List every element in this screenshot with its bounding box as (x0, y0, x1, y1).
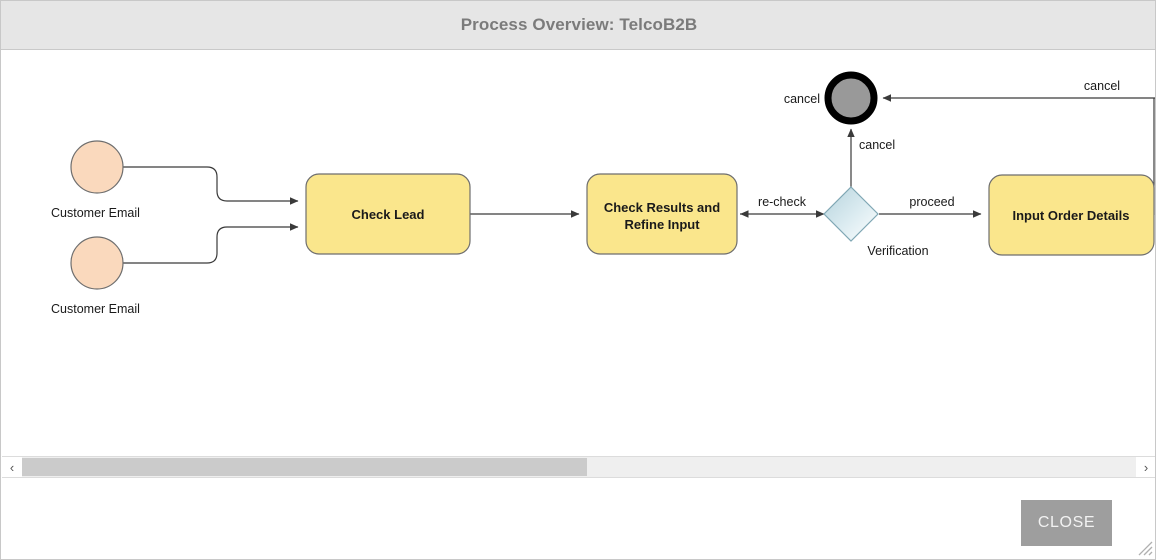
node-task-check-lead[interactable]: Check Lead (305, 173, 471, 255)
node-label-start-event-1: Customer Email (51, 206, 140, 220)
node-end-event[interactable] (824, 71, 878, 125)
close-button[interactable]: CLOSE (1021, 500, 1112, 546)
edge-label-recheck: re-check (758, 195, 807, 209)
node-start-event-1[interactable] (70, 140, 124, 194)
edge-gateway-to-task2-recheck: re-check (740, 195, 825, 218)
node-label-gateway-verification: Verification (867, 244, 928, 258)
horizontal-scrollbar[interactable]: ‹ › (2, 456, 1155, 478)
edge-label-right-cancel: cancel (1084, 79, 1120, 93)
scroll-right-chevron-icon[interactable]: › (1136, 457, 1155, 477)
node-label-start-event-2: Customer Email (51, 302, 140, 316)
node-label-end-event-cancel: cancel (784, 92, 820, 106)
node-label-input-order-details: Input Order Details (1012, 208, 1129, 223)
node-gateway-verification[interactable] (823, 186, 879, 242)
node-label-check-results-line2: Refine Input (624, 217, 700, 232)
node-task-input-order-details[interactable]: Input Order Details (988, 174, 1155, 256)
edge-start2-to-task1 (123, 223, 299, 264)
window-titlebar: Process Overview: TelcoB2B (1, 1, 1155, 50)
dialog-footer: CLOSE (2, 478, 1155, 559)
edge-label-proceed: proceed (909, 195, 954, 209)
node-label-check-lead: Check Lead (352, 207, 425, 222)
resize-grip-icon[interactable] (1137, 540, 1153, 556)
diagram-canvas[interactable]: re-check cancel proceed cancel (1, 50, 1155, 456)
node-label-check-results-line1: Check Results and (604, 200, 720, 215)
scrollbar-track[interactable] (22, 457, 1136, 477)
edge-task3-to-end-cancel: cancel (882, 79, 1155, 215)
edge-label-gateway-cancel: cancel (859, 138, 895, 152)
edge-start1-to-task1 (123, 166, 299, 205)
node-start-event-2[interactable] (70, 236, 124, 290)
node-task-check-results[interactable]: Check Results and Refine Input (586, 173, 738, 255)
scroll-left-chevron-icon[interactable]: ‹ (2, 457, 22, 477)
scrollbar-thumb[interactable] (22, 458, 587, 476)
page-title: Process Overview: TelcoB2B (460, 15, 698, 34)
edge-gateway-to-task3-proceed: proceed (879, 195, 982, 218)
